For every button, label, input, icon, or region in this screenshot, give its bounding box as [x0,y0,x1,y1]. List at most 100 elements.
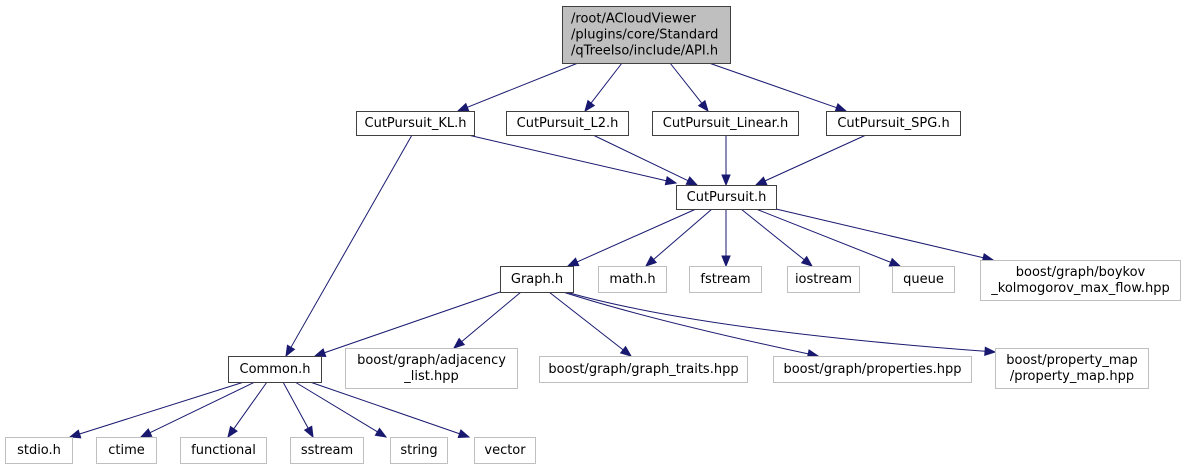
edge-line [309,381,460,435]
edge-cp-bk [775,208,995,263]
arrowhead-icon [285,344,296,358]
arrowhead-icon [685,176,699,186]
edge-api-linear [669,62,709,113]
node-label: functional [191,443,256,458]
node-label: _kolmogorov_max_flow.hpp [990,281,1169,296]
node-cp[interactable]: CutPursuit.h [676,185,777,210]
edge-line [740,208,805,261]
edge-api-spg [708,62,848,113]
edge-cp-fstream [721,209,731,268]
node-label: string [400,443,437,458]
edge-api-kl [456,62,579,112]
edge-common-stdio [68,381,245,439]
arrowhead-icon [457,429,471,439]
node-spg[interactable]: CutPursuit_SPG.h [826,111,961,136]
node-box [290,437,364,464]
edge-kl-common [285,134,413,358]
node-l2[interactable]: CutPursuit_L2.h [506,111,629,136]
edge-line [467,62,579,108]
edge-graph-common [313,291,501,358]
arrowhead-icon [721,174,731,187]
arrowhead-icon [888,257,902,267]
node-label: /plugins/core/Standard [571,28,718,43]
arrowhead-icon [800,255,814,267]
arrowhead-icon [313,348,327,358]
node-box [980,260,1181,301]
edge-common-ctime [139,381,256,438]
node-bk: boost/graph/boykov_kolmogorov_max_flow.h… [980,260,1181,301]
edge-line [590,62,623,104]
node-box [773,356,972,383]
edge-line [461,291,522,342]
arrowhead-icon [139,428,153,438]
node-label: boost/property_map [1006,353,1137,368]
node-pmap: boost/property_map/property_map.hpp [995,348,1149,389]
node-label: /property_map.hpp [1010,369,1134,384]
edge-common-sstream [282,381,314,439]
node-box [96,437,157,464]
node-box [474,437,536,464]
edge-cp-math [644,208,713,267]
edge-line [467,134,667,182]
edge-cp-queue [755,208,902,267]
edges-layer [68,62,997,439]
node-label: CutPursuit_KL.h [365,116,467,131]
node-label: CutPursuit.h [687,190,767,205]
node-graph[interactable]: Graph.h [500,266,574,293]
arrowhead-icon [834,103,848,113]
node-label: Common.h [240,362,311,377]
edge-line [755,208,891,263]
node-box [539,356,748,383]
node-traits: boost/graph/graph_traits.hpp [539,356,748,383]
edge-line [562,291,809,355]
node-box [180,437,267,464]
node-box [345,348,518,389]
edge-l2-cp [592,134,699,186]
node-common[interactable]: Common.h [228,356,322,383]
edge-line [324,291,501,354]
arrowhead-icon [566,257,580,267]
edge-graph-pmap [565,291,997,356]
edge-spg-cp [754,134,867,186]
edge-graph-props [562,291,820,359]
node-box [390,437,448,464]
node-box [689,266,762,293]
edge-line [653,208,713,260]
arrowhead-icon [754,176,768,186]
arrowhead-icon [456,102,470,112]
edge-common-functional [227,381,268,439]
arrowhead-icon [374,427,388,438]
node-label: Graph.h [511,272,563,287]
edge-line [79,381,245,435]
node-linear[interactable]: CutPursuit_Linear.h [652,111,799,136]
node-label: boost/graph/adjacency [357,353,506,368]
node-functional: functional [180,437,267,464]
node-box [652,111,799,136]
edge-line [775,208,984,259]
edge-line [592,134,689,182]
edge-cp-graph [566,208,697,267]
edge-line [294,381,378,433]
node-box [562,6,731,64]
node-label: CutPursuit_L2.h [517,116,619,131]
node-string: string [390,437,448,464]
node-box [356,111,475,136]
edge-line [708,62,837,109]
edge-cp-iostream [740,208,814,267]
node-box [787,266,860,293]
node-sstream: sstream [290,437,364,464]
node-box [506,111,629,136]
node-box [892,266,955,293]
node-label: stdio.h [17,443,61,458]
node-label: CutPursuit_Linear.h [663,116,788,131]
node-ctime: ctime [96,437,157,464]
node-queue: queue [892,266,955,293]
edge-line [669,62,703,104]
node-api[interactable]: /root/ACloudViewer/plugins/core/Standard… [562,6,731,64]
edge-line [565,291,986,352]
arrowhead-icon [664,176,678,186]
node-kl[interactable]: CutPursuit_KL.h [356,111,475,136]
node-box [995,348,1149,389]
edge-line [764,134,867,182]
